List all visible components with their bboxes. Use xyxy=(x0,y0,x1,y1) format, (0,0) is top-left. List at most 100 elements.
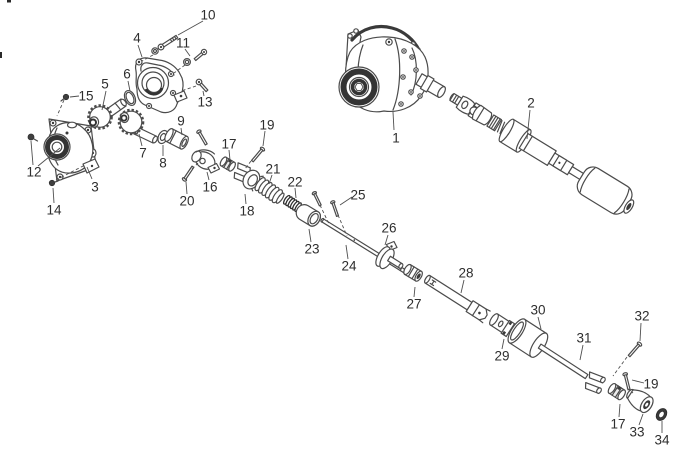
part-number-14: 14 xyxy=(46,203,62,218)
part-number-12: 12 xyxy=(26,165,41,180)
cap-23-drawing xyxy=(295,204,322,227)
part-number-3: 3 xyxy=(91,180,99,195)
gear-shaft-5-drawing xyxy=(87,98,127,130)
leader-line xyxy=(618,403,621,418)
bolt-12 xyxy=(27,133,39,142)
leader-line xyxy=(180,127,183,136)
roll-pin-20 xyxy=(181,165,195,182)
assembly-link-line xyxy=(173,64,186,74)
assembly-link-line xyxy=(337,214,348,237)
gear-housing-drawing xyxy=(43,118,100,182)
drive-tube-28-drawing xyxy=(423,274,491,324)
leader-line xyxy=(202,90,205,97)
roll-pin-25 xyxy=(330,200,340,217)
assembly-link-line xyxy=(319,204,330,225)
part-number-9: 9 xyxy=(177,114,185,129)
callout-layer: 1234567891011121314151617181920212223242… xyxy=(26,8,670,448)
part-number-19: 19 xyxy=(643,377,658,392)
washer-11 xyxy=(183,57,192,66)
leader-line xyxy=(460,279,465,294)
part-number-24: 24 xyxy=(341,259,357,274)
leader-line xyxy=(56,99,65,117)
leader-line xyxy=(526,109,531,140)
leader-line xyxy=(30,140,34,166)
spring-21-drawing xyxy=(254,177,285,204)
part-number-34: 34 xyxy=(654,433,670,448)
gearbox-drawing xyxy=(338,24,446,113)
part-number-28: 28 xyxy=(458,266,473,281)
leader-line xyxy=(52,187,55,204)
leader-line xyxy=(639,322,642,342)
roll-pin-20b xyxy=(311,191,322,207)
clutch-yoke-18-drawing xyxy=(233,162,264,192)
leader-line xyxy=(339,196,353,206)
part-number-25: 25 xyxy=(350,188,365,203)
part-number-19: 19 xyxy=(259,118,274,133)
gearbox-bearing xyxy=(338,66,380,108)
leader-line xyxy=(138,133,143,147)
part-number-17: 17 xyxy=(610,417,625,432)
part-number-27: 27 xyxy=(406,297,421,312)
assembly-link-line xyxy=(612,356,628,377)
part-number-26: 26 xyxy=(381,221,396,236)
part-number-11: 11 xyxy=(176,36,190,51)
leader-line xyxy=(262,130,266,147)
bolt-10 xyxy=(157,34,179,51)
coupler-29-drawing xyxy=(489,313,516,338)
part-number-22: 22 xyxy=(287,175,302,190)
gearbox-studs xyxy=(398,48,423,107)
gearbox-output-shaft xyxy=(415,73,446,98)
part-number-15: 15 xyxy=(78,89,93,104)
bolt-11 xyxy=(193,48,208,62)
screw-15 xyxy=(60,93,70,102)
yoke-16-drawing xyxy=(191,149,221,174)
leader-line xyxy=(579,344,584,361)
leader-line xyxy=(37,147,61,167)
leader-line xyxy=(631,379,645,384)
part-number-4: 4 xyxy=(133,31,141,46)
o-ring-6-drawing xyxy=(123,89,137,107)
cover-plate-drawing xyxy=(134,57,188,114)
shift-collar-17b-drawing xyxy=(607,382,626,401)
leader-line xyxy=(206,171,210,181)
part-number-7: 7 xyxy=(139,146,147,161)
leader-line xyxy=(501,338,505,350)
leader-line xyxy=(180,85,197,92)
assembly-link-line xyxy=(244,160,252,170)
part-number-2: 2 xyxy=(527,96,535,111)
part-number-6: 6 xyxy=(123,67,131,82)
assembly-link-line xyxy=(191,162,199,170)
gear-shaft-7-drawing xyxy=(117,108,158,144)
leader-line xyxy=(228,149,231,161)
assembly-link-line xyxy=(626,387,634,394)
roll-pin-32 xyxy=(627,341,643,358)
leader-line xyxy=(537,316,542,330)
part-number-29: 29 xyxy=(494,349,509,364)
leader-line xyxy=(101,90,107,111)
clutch-housing-30-drawing xyxy=(507,318,549,358)
leader-line xyxy=(185,181,188,195)
leader-line xyxy=(413,286,416,298)
part-number-5: 5 xyxy=(101,77,109,92)
part-number-18: 18 xyxy=(239,204,254,219)
bushing-27-drawing xyxy=(403,263,423,282)
part-number-23: 23 xyxy=(304,242,319,257)
part-number-8: 8 xyxy=(159,156,167,171)
part-number-10: 10 xyxy=(200,8,215,23)
leader-line xyxy=(177,20,204,36)
assembly-link-line xyxy=(141,54,154,62)
leader-line xyxy=(345,244,349,260)
leader-line xyxy=(384,234,389,246)
bolt-14 xyxy=(48,179,59,187)
pto-shaft-drawing xyxy=(449,92,635,215)
leader-line xyxy=(86,166,93,180)
roll-pin-19b xyxy=(622,372,631,391)
leader-line xyxy=(69,95,80,98)
bolt-13 xyxy=(195,78,209,93)
coupler-33-drawing xyxy=(626,388,654,414)
leader-line xyxy=(268,174,273,185)
roll-pin-above-yoke xyxy=(196,129,208,146)
part-number-21: 21 xyxy=(265,162,280,177)
